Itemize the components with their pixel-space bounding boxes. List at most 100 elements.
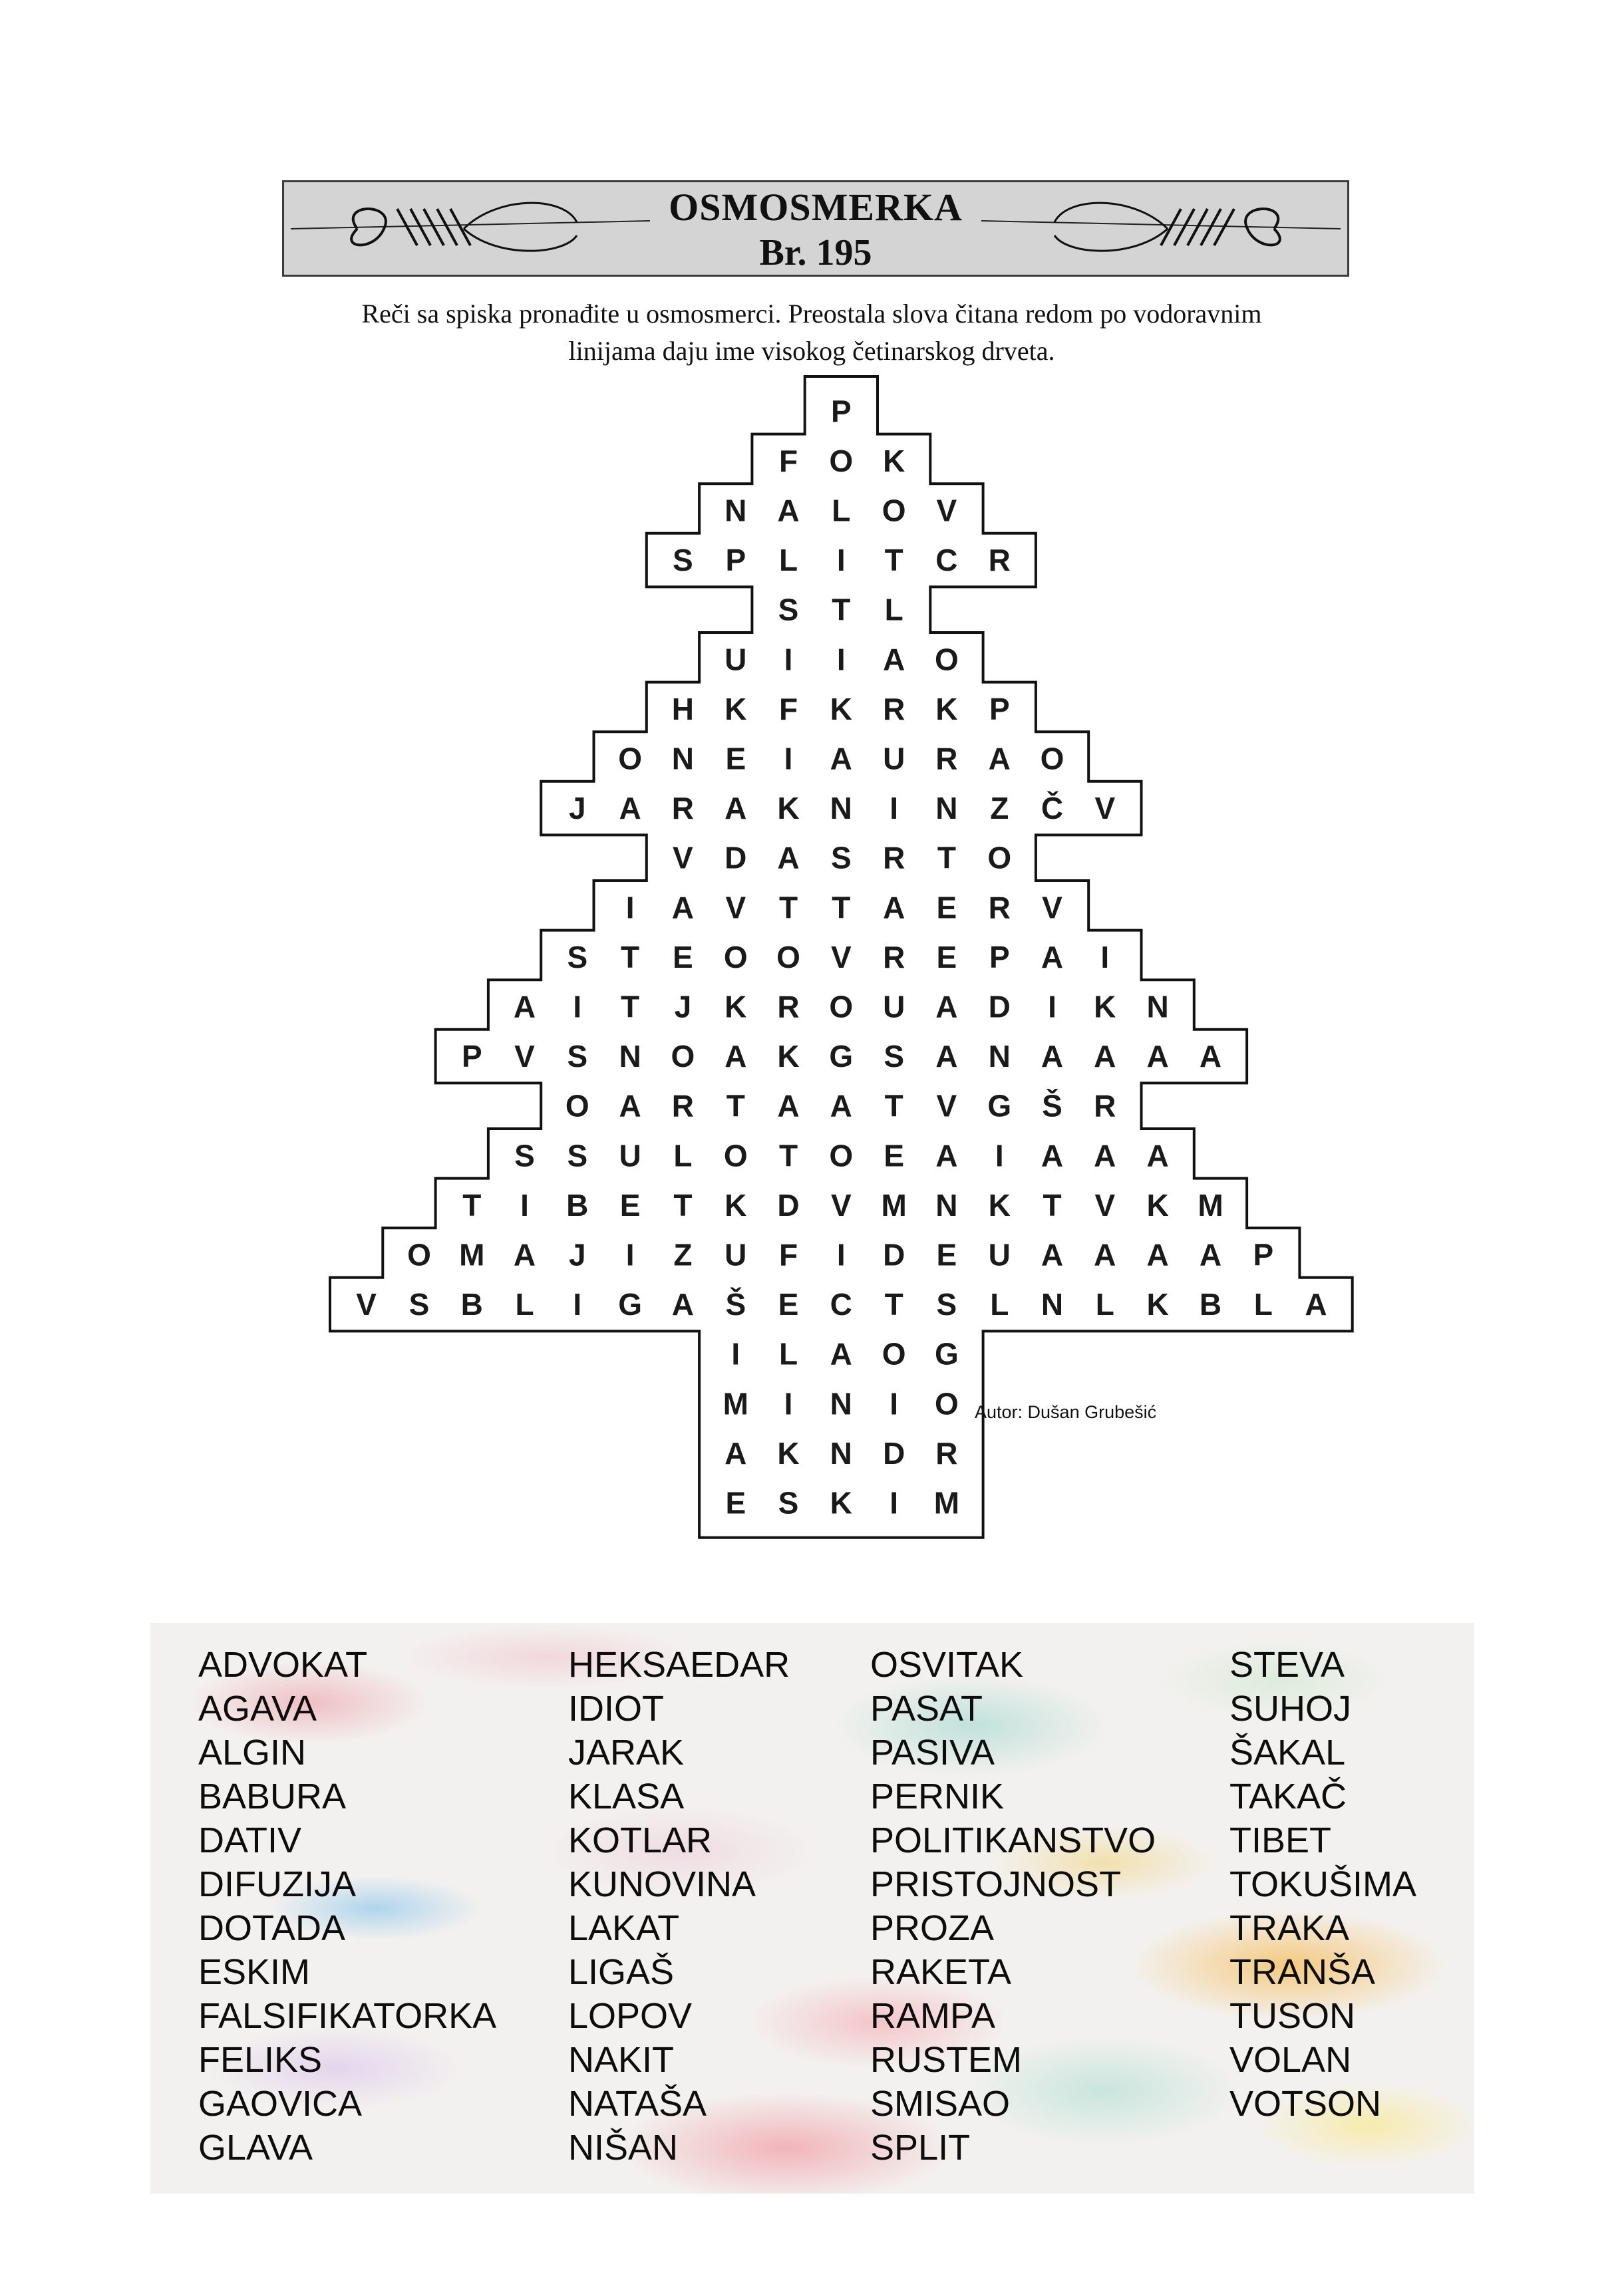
grid-letter: T <box>1043 1188 1061 1222</box>
word-list-item: SPLIT <box>870 2128 971 2168</box>
word-list-item: KOTLAR <box>568 1820 713 1860</box>
grid-letter: K <box>777 1039 799 1074</box>
grid-letter: D <box>883 1238 905 1272</box>
grid-letter: U <box>883 742 905 776</box>
word-list-item: TRAKA <box>1229 1908 1350 1948</box>
grid-letter: H <box>672 692 694 726</box>
grid-letter: B <box>461 1287 483 1322</box>
grid-letter: A <box>1041 1238 1063 1272</box>
grid-letter: S <box>514 1138 535 1173</box>
grid-letter: O <box>724 940 748 974</box>
grid-letter: A <box>1041 940 1063 974</box>
grid-letter: L <box>990 1287 1009 1322</box>
word-list-item: VOLAN <box>1229 2040 1352 2080</box>
grid-letter: R <box>883 692 905 726</box>
grid-letter: D <box>883 1436 905 1471</box>
grid-letter: V <box>937 1089 957 1123</box>
grid-letter: E <box>937 890 957 925</box>
grid-letter: N <box>619 1039 641 1074</box>
grid-letter: K <box>830 1486 852 1520</box>
tree-fill <box>331 378 1351 1536</box>
grid-letter: P <box>1253 1238 1273 1272</box>
grid-letter: O <box>776 940 800 974</box>
grid-letter: N <box>830 1386 852 1421</box>
grid-letter: A <box>883 890 905 925</box>
grid-letter: S <box>567 1138 587 1173</box>
grid-letter: O <box>671 1039 695 1074</box>
grid-letter: A <box>1200 1238 1221 1272</box>
grid-letter: B <box>566 1188 588 1222</box>
grid-letter: T <box>832 890 850 925</box>
word-list-item: NATAŠA <box>568 2084 707 2124</box>
grid-letter: I <box>837 1238 846 1272</box>
grid-letter: A <box>619 791 641 825</box>
grid-letter: E <box>620 1188 641 1222</box>
word-list-item: JARAK <box>568 1733 685 1773</box>
grid-letter: K <box>1146 1287 1168 1322</box>
grid-letter: S <box>409 1287 430 1322</box>
grid-letter: A <box>514 1238 536 1272</box>
word-list-item: PROZA <box>870 1908 995 1948</box>
grid-letter: U <box>883 990 905 1024</box>
instructions: Reči sa spiska pronađite u osmosmerci. P… <box>200 295 1424 370</box>
word-list-item: ADVOKAT <box>198 1645 368 1685</box>
word-list-item: FELIKS <box>198 2040 323 2080</box>
grid-letter: G <box>618 1287 642 1322</box>
grid-letter: I <box>1048 990 1056 1024</box>
grid-letter: I <box>784 642 793 676</box>
puzzle-title: OSMOSMERKA <box>669 186 963 229</box>
word-list-item: FALSIFIKATORKA <box>198 1996 497 2036</box>
grid-letter: A <box>725 791 746 825</box>
grid-letter: I <box>1100 940 1109 974</box>
grid-letter: U <box>725 1238 746 1272</box>
grid-letter: Z <box>990 791 1009 825</box>
grid-letter: K <box>725 1188 746 1222</box>
grid-letter: Š <box>725 1287 746 1322</box>
grid-letter: N <box>989 1039 1011 1074</box>
word-list-item: RAMPA <box>870 1996 996 2036</box>
grid-letter: R <box>1094 1089 1116 1123</box>
grid-letter: O <box>882 494 906 528</box>
grid-letter: A <box>1146 1238 1168 1272</box>
grid-letter: M <box>934 1486 959 1520</box>
word-list-item: STEVA <box>1229 1645 1345 1685</box>
grid-letter: O <box>829 444 853 478</box>
grid-letter: G <box>987 1089 1011 1123</box>
grid-letter: A <box>619 1089 641 1123</box>
word-list-item: PRISTOJNOST <box>870 1864 1122 1904</box>
grid-letter: E <box>725 742 746 776</box>
grid-letter: N <box>725 494 746 528</box>
grid-letter: A <box>1305 1287 1327 1322</box>
grid-letter: T <box>885 1287 903 1322</box>
grid-letter: S <box>778 593 799 627</box>
word-list-item: TOKUŠIMA <box>1229 1864 1417 1904</box>
grid-letter: I <box>784 742 793 776</box>
word-list-item: PERNIK <box>870 1777 1005 1816</box>
grid-letter: V <box>356 1287 377 1322</box>
grid-letter: B <box>1200 1287 1221 1322</box>
grid-letter: R <box>989 543 1011 577</box>
grid-letter: I <box>626 890 635 925</box>
grid-letter: R <box>672 1089 694 1123</box>
grid-letter: E <box>725 1486 746 1520</box>
grid-letter: M <box>882 1188 907 1222</box>
grid-letter: V <box>1094 791 1115 825</box>
grid-letter: A <box>777 841 799 875</box>
word-list-item: DOTADA <box>198 1908 346 1948</box>
grid-letter: T <box>937 841 956 875</box>
grid-letter: T <box>462 1188 481 1222</box>
grid-letter: T <box>885 1089 903 1123</box>
grid-letter: S <box>778 1486 799 1520</box>
word-list-item: AGAVA <box>198 1689 317 1729</box>
grid-letter: R <box>777 990 799 1024</box>
grid-letter: P <box>989 940 1010 974</box>
grid-letter: J <box>569 791 586 825</box>
word-list-item: LOPOV <box>568 1996 693 2036</box>
grid-letter: K <box>1146 1188 1168 1222</box>
grid-letter: A <box>935 1138 957 1173</box>
grid-letter: A <box>1041 1138 1063 1173</box>
grid-letter: T <box>779 1138 798 1173</box>
grid-letter: J <box>675 990 692 1024</box>
grid-letter: N <box>1146 990 1168 1024</box>
